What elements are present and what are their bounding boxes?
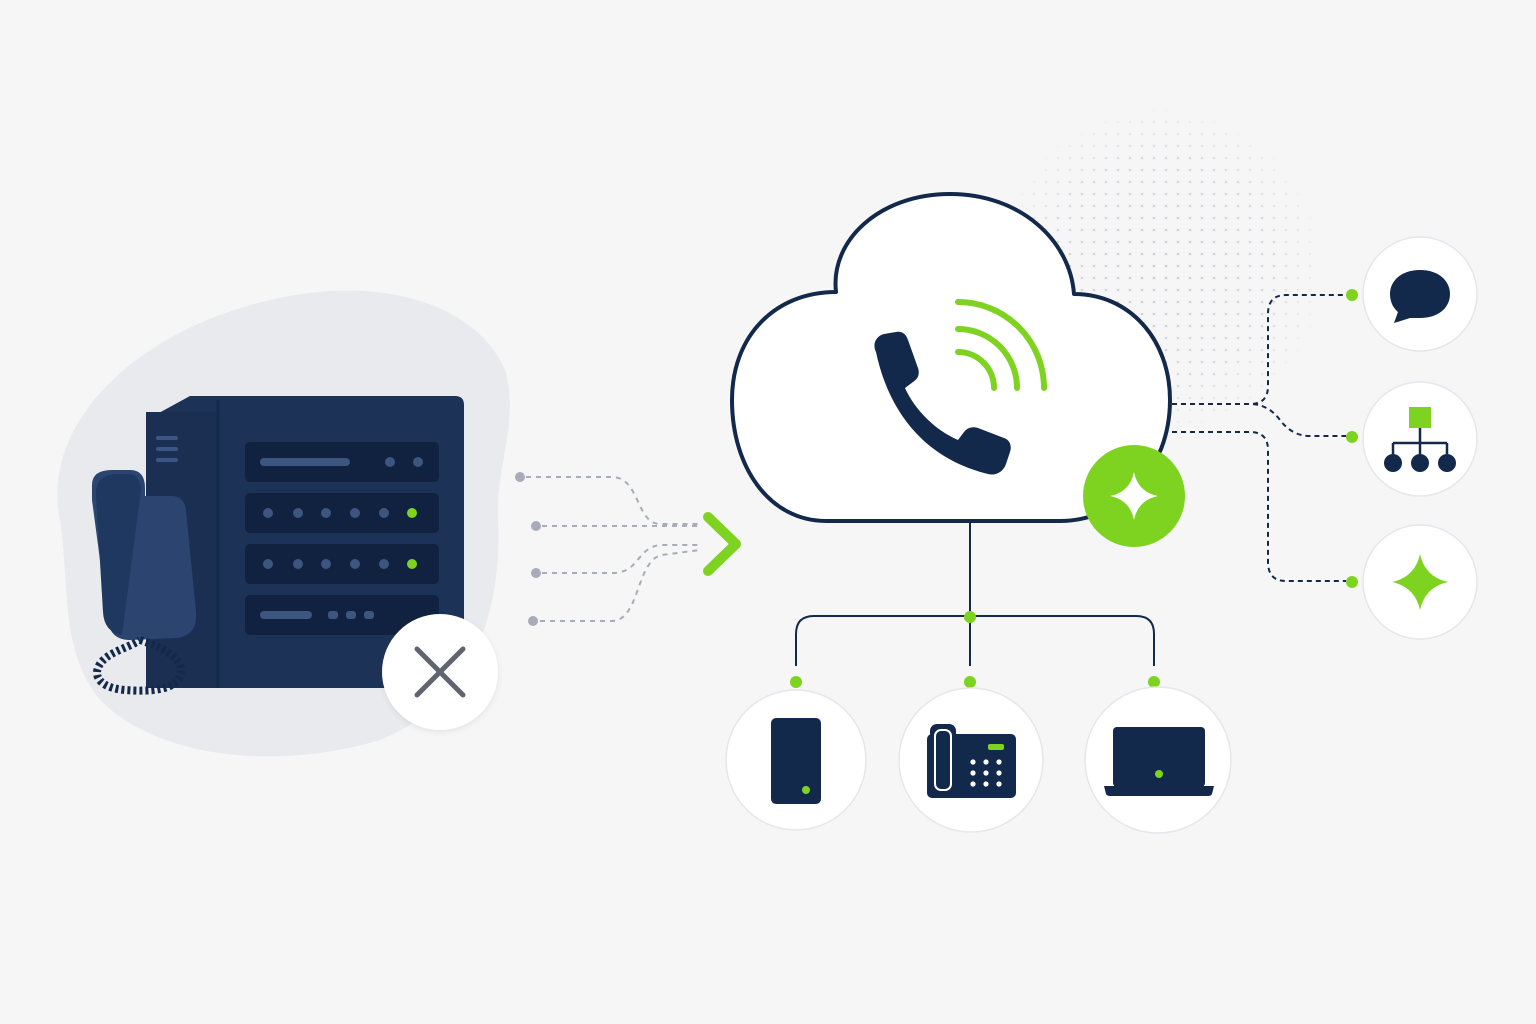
- cloud-platform: [730, 192, 1185, 547]
- feature-connectors: [1172, 294, 1346, 582]
- endpoint-connectors: [795, 521, 1155, 666]
- migration-connectors: [515, 472, 741, 626]
- feature-nodes: [1346, 289, 1358, 588]
- feature-chat: [1362, 236, 1478, 352]
- phone-handset-icon: [874, 331, 1011, 475]
- laptop-icon: [1104, 727, 1214, 796]
- feature-ai: [1362, 524, 1478, 640]
- chat-bubble-icon: [1390, 270, 1450, 323]
- feature-routing: [1362, 381, 1478, 497]
- smartphone-icon: [771, 718, 821, 804]
- chevron-right-icon: [703, 512, 741, 576]
- signal-waves-icon: [955, 299, 1047, 391]
- desk-phone-icon: [92, 470, 197, 695]
- desk-phone-keypad-icon: [927, 724, 1016, 798]
- endpoint-smartphone: [725, 689, 867, 831]
- close-x-icon: [382, 614, 498, 730]
- status-led-green: [407, 559, 417, 569]
- endpoint-laptop: [1084, 686, 1232, 834]
- server-rack-icon: [146, 396, 464, 688]
- sparkle-icon: [1392, 554, 1448, 610]
- status-led-green: [407, 508, 417, 518]
- endpoint-deskphone: [898, 687, 1044, 833]
- endpoint-nodes: [790, 611, 1160, 688]
- sparkle-icon: [1083, 445, 1185, 547]
- org-chart-icon: [1384, 407, 1456, 472]
- legacy-system: [57, 290, 510, 757]
- cloud-icon: [730, 192, 1172, 523]
